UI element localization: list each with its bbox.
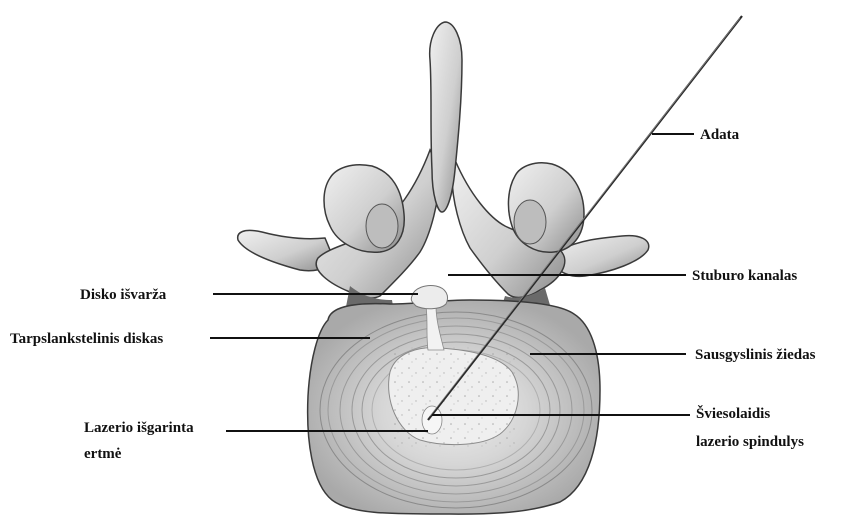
label-lazerio-isgarinta-line1: Lazerio išgarinta bbox=[84, 420, 194, 436]
right-articular-facet bbox=[514, 200, 546, 244]
label-sausgyslinis-ziedas: Sausgyslinis žiedas bbox=[695, 347, 816, 363]
label-lazerio-isgarinta-line2: ertmė bbox=[84, 446, 122, 462]
intervertebral-disc bbox=[308, 285, 600, 514]
vertebral-arch bbox=[238, 22, 649, 312]
laser-cavity bbox=[422, 406, 442, 434]
label-tarpslankstelinis-diskas: Tarpslankstelinis diskas bbox=[10, 331, 163, 347]
label-disko-isvarza: Disko išvarža bbox=[80, 287, 167, 303]
nucleus-texture bbox=[390, 346, 520, 448]
disc-herniation bbox=[411, 285, 447, 308]
label-adata: Adata bbox=[700, 127, 740, 143]
label-sviesolaidis-line1: Šviesolaidis bbox=[696, 405, 770, 422]
label-stuburo-kanalas: Stuburo kanalas bbox=[692, 268, 797, 284]
label-sviesolaidis-line2: lazerio spindulys bbox=[696, 434, 804, 450]
left-articular-facet bbox=[366, 204, 398, 248]
